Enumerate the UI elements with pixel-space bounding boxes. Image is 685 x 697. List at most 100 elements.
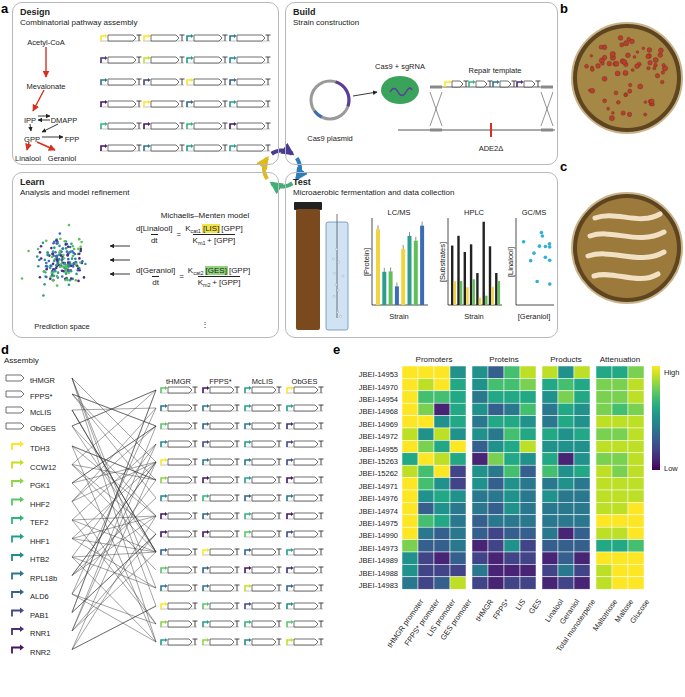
promoter-symbol [287, 460, 291, 465]
promoter-symbol [101, 102, 105, 107]
substrate-bar [489, 246, 491, 305]
heatmap-cell [504, 577, 520, 589]
denominator: Km2+ [GPP] [198, 276, 241, 288]
heatmap-cell [558, 577, 574, 589]
label-anchor: Products [550, 349, 582, 365]
heatmap-cell [596, 564, 612, 576]
substrate-bar [491, 287, 493, 305]
heatmap-cell [520, 378, 536, 390]
colony [642, 47, 645, 50]
terminator-symbol [512, 81, 517, 87]
terminator-symbol [180, 79, 185, 85]
promoter-symbol [445, 82, 449, 87]
label-text: RNR1 [30, 629, 50, 638]
prediction-point [77, 280, 80, 283]
error-bar [415, 237, 416, 241]
equation-term: K [185, 224, 190, 233]
equation-term: [GPP] [229, 266, 250, 275]
prediction-point [57, 262, 60, 265]
prediction-point [56, 262, 59, 265]
terminator-symbol [266, 79, 271, 85]
assembly-link [72, 606, 156, 650]
colony [627, 112, 631, 116]
metabolite-label: Mevalonate [27, 82, 66, 91]
promoter-arrow [207, 494, 210, 498]
substrate-bar [495, 273, 497, 305]
label-text: Strain [389, 312, 409, 321]
promoter-symbol [245, 532, 249, 537]
metabolite-label: Linalool [15, 154, 41, 163]
gene-symbol [237, 79, 265, 85]
promoter-arrow [249, 638, 252, 642]
terminator-symbol [235, 477, 240, 483]
heatmap-cell [558, 428, 574, 440]
promoter-arrow [449, 80, 452, 84]
heatmap-cell [504, 527, 520, 539]
label-anchor: Proteins [489, 349, 518, 365]
heatmap-cell [450, 490, 466, 502]
label-anchor: JBEI-14954 [359, 389, 398, 405]
promoter-arrow [105, 56, 108, 60]
colony [590, 68, 594, 72]
heatmap-cell [450, 552, 466, 564]
prediction-point [68, 284, 71, 287]
gene-symbol [237, 123, 265, 129]
prediction-point [40, 245, 43, 248]
promoter-arrow [249, 566, 252, 570]
promoter-symbol [161, 478, 165, 483]
prediction-point [55, 264, 58, 267]
yeast-streak [595, 214, 660, 219]
heatmap-cell [504, 391, 520, 403]
equation-term: d[Geraniol] [136, 266, 175, 275]
label-anchor: ObGES [30, 418, 56, 434]
label-text: FPPS* [209, 377, 232, 386]
promoter-symbol [161, 460, 165, 465]
label-anchor: [Substrates] [432, 242, 448, 282]
label-anchor: [Geraniol] [518, 306, 551, 322]
heatmap-cell [504, 453, 520, 465]
promoter-symbol [245, 496, 249, 501]
prediction-point [37, 248, 40, 251]
gene-symbol [500, 81, 511, 87]
enzyme-term: [GES] [205, 266, 228, 275]
protein-bar [382, 272, 386, 305]
heatmap-cell [628, 366, 644, 378]
assembly-link [72, 516, 156, 650]
panel-letter: e [333, 342, 340, 357]
colony [609, 116, 614, 121]
heatmap-cell [628, 552, 644, 564]
agar-plate [577, 198, 677, 298]
pathway-arrow [45, 47, 46, 77]
promoter-arrow [20, 626, 24, 632]
yeast-streak [590, 232, 664, 238]
promoter-symbol [12, 444, 20, 450]
promoter-symbol [203, 622, 207, 627]
label-text: JBEI-14954 [359, 395, 398, 404]
heatmap-cell [628, 502, 644, 514]
equation-term: dt [152, 278, 159, 287]
promoter-symbol [245, 424, 249, 429]
terminator-symbol [277, 405, 282, 411]
pathway-arrow [110, 260, 130, 261]
assembly-link [72, 410, 156, 552]
substrate-bar [464, 252, 466, 305]
prediction-point [44, 271, 47, 274]
heatmap-cell [402, 465, 418, 477]
heatmap-cell [612, 391, 628, 403]
assembly-link [72, 390, 156, 426]
promoter-arrow [148, 122, 151, 126]
prediction-point [60, 254, 63, 257]
promoter-symbol [144, 146, 148, 151]
label-anchor: McLIS [252, 371, 273, 387]
gene-symbol [237, 35, 265, 41]
substrate-bar [460, 281, 462, 305]
gene-symbol [6, 407, 24, 413]
promoter-symbol [493, 82, 497, 87]
heatmap-cell [418, 552, 434, 564]
prediction-point [52, 253, 55, 256]
promoter-symbol [187, 58, 191, 63]
promoter-symbol [287, 406, 291, 411]
heatmap-cell [488, 428, 504, 440]
promoter-arrow [165, 584, 168, 588]
label-anchor: FPPS* [209, 371, 232, 387]
